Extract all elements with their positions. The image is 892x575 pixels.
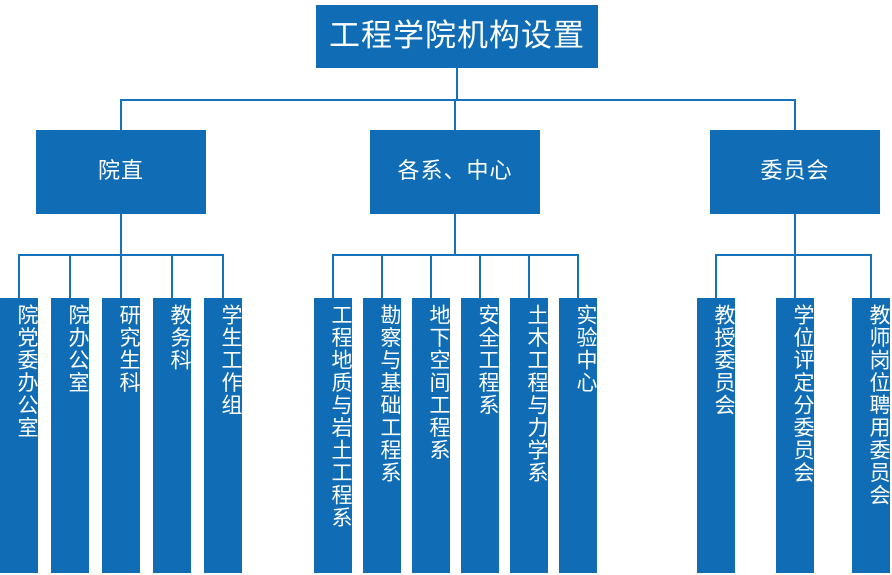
connector-drop-branch-0: [120, 99, 122, 130]
leaf-node-degree-evaluation-subcommittee[interactable]: 学位评定分委员会: [776, 298, 815, 573]
connector-drop-g1-2: [430, 254, 432, 298]
leaf-node-label: 研究生科: [117, 304, 141, 394]
connector-drop-g2-0: [715, 254, 717, 298]
connector-branch-2-stem: [794, 214, 796, 255]
connector-drop-g1-4: [528, 254, 530, 298]
root-node-engineering-college[interactable]: 工程学院机构设置: [316, 5, 598, 68]
connector-drop-g0-1: [69, 254, 71, 298]
leaf-node-party-committee-office[interactable]: 院党委办公室: [0, 298, 39, 573]
leaf-node-survey-foundation-engineering[interactable]: 勘察与基础工程系: [363, 298, 402, 573]
branch-node-label: 各系、中心: [397, 158, 513, 184]
leaf-node-engineering-geology-geotechnical[interactable]: 工程地质与岩土工程系: [314, 298, 353, 573]
connector-drop-g0-4: [222, 254, 224, 298]
connector-branch-0-stem: [120, 214, 122, 255]
leaf-node-academic-affairs-section[interactable]: 教务科: [153, 298, 192, 573]
leaf-node-graduate-section[interactable]: 研究生科: [102, 298, 141, 573]
leaf-node-label: 土木工程与力学系: [525, 304, 549, 484]
connector-drop-g1-0: [332, 254, 334, 298]
branch-node-departments-centers[interactable]: 各系、中心: [370, 130, 540, 214]
leaf-node-label: 实验中心: [574, 304, 598, 394]
leaf-node-label: 教授委员会: [712, 304, 736, 417]
branch-node-committees[interactable]: 委员会: [710, 130, 880, 214]
connector-drop-g0-3: [171, 254, 173, 298]
leaf-node-label: 学生工作组: [219, 304, 243, 417]
leaf-node-teacher-post-appointment-committee[interactable]: 教师岗位聘用委员会: [852, 298, 891, 573]
leaf-node-safety-engineering[interactable]: 安全工程系: [461, 298, 500, 573]
leaf-node-professors-committee[interactable]: 教授委员会: [697, 298, 736, 573]
leaf-node-label: 学位评定分委员会: [791, 304, 815, 484]
branch-node-yuanzhi[interactable]: 院直: [36, 130, 206, 214]
connector-root-stem: [456, 68, 458, 100]
connector-drop-branch-1: [454, 99, 456, 130]
connector-drop-g1-5: [577, 254, 579, 298]
leaf-node-label: 安全工程系: [476, 304, 500, 417]
branch-node-label: 委员会: [760, 158, 830, 184]
connector-branch-2-bus: [715, 254, 872, 256]
connector-drop-branch-2: [794, 99, 796, 130]
leaf-node-college-office[interactable]: 院办公室: [51, 298, 90, 573]
connector-branch-1-bus: [332, 254, 579, 256]
leaf-node-label: 院办公室: [66, 304, 90, 394]
branch-node-label: 院直: [97, 158, 144, 184]
leaf-node-civil-engineering-mechanics[interactable]: 土木工程与力学系: [510, 298, 549, 573]
connector-drop-g2-2: [870, 254, 872, 298]
leaf-node-label: 教务科: [168, 304, 192, 372]
connector-drop-g1-1: [381, 254, 383, 298]
leaf-node-label: 院党委办公室: [15, 304, 39, 439]
leaf-node-label: 教师岗位聘用委员会: [867, 304, 891, 507]
leaf-node-label: 地下空间工程系: [427, 304, 451, 462]
connector-branch-1-stem: [454, 214, 456, 255]
connector-drop-g1-3: [479, 254, 481, 298]
connector-drop-g0-2: [120, 254, 122, 298]
leaf-node-underground-space-engineering[interactable]: 地下空间工程系: [412, 298, 451, 573]
connector-drop-g2-1: [794, 254, 796, 298]
leaf-node-student-work-group[interactable]: 学生工作组: [204, 298, 243, 573]
root-node-label: 工程学院机构设置: [329, 18, 585, 55]
connector-drop-g0-0: [18, 254, 20, 298]
leaf-node-experiment-center[interactable]: 实验中心: [559, 298, 598, 573]
connector-level2-bus: [120, 99, 796, 101]
leaf-node-label: 勘察与基础工程系: [378, 304, 402, 484]
leaf-node-label: 工程地质与岩土工程系: [329, 304, 353, 529]
